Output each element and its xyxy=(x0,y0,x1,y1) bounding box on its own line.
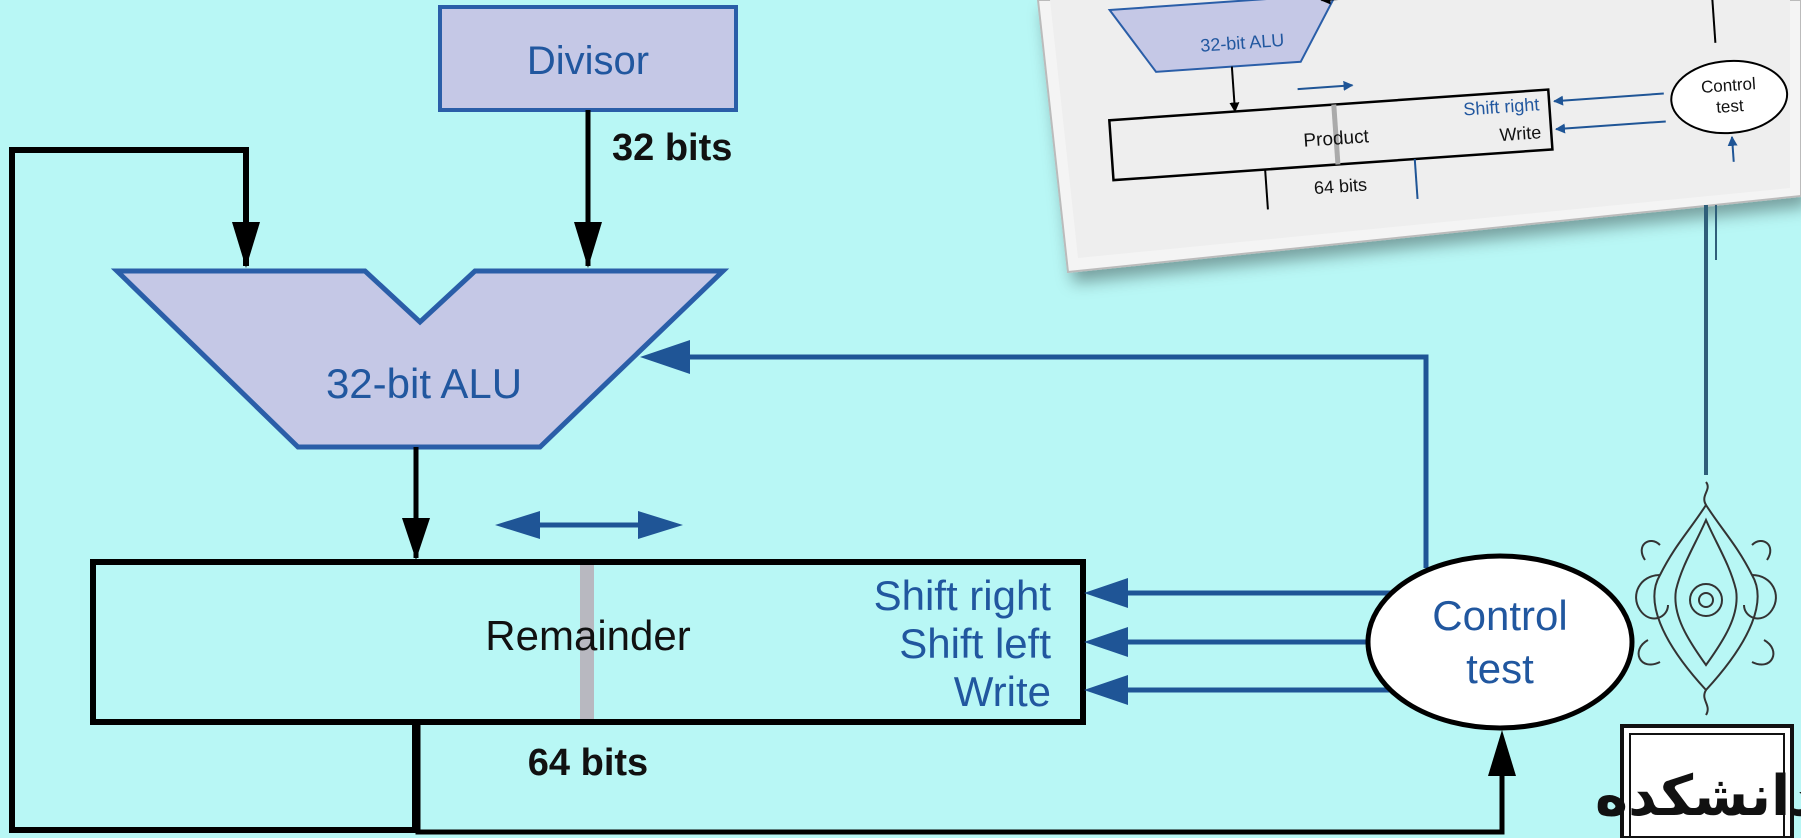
remainder-feedback-wire xyxy=(9,147,418,833)
remainder-to-control-wire xyxy=(415,722,1505,835)
divisor-width-label: 32 bits xyxy=(612,127,732,169)
logo-calligraphy-text: دانشکده xyxy=(1595,764,1801,829)
college-calligraphy-logo: دانشکده xyxy=(1595,724,1801,838)
inset-product-label: Product xyxy=(1303,126,1371,152)
inset-control-line1: Control xyxy=(1700,74,1756,97)
inset-control-test xyxy=(1670,59,1789,135)
alu-label: 32-bit ALU xyxy=(326,360,522,407)
inset-width-label: 64 bits xyxy=(1313,174,1367,198)
ornamental-floral-emblem-icon xyxy=(1635,481,1777,716)
remainder-label: Remainder xyxy=(485,612,690,659)
alu-shape xyxy=(110,268,730,450)
signal-shift-left-label: Shift left xyxy=(899,620,1051,667)
inset-alu-shape xyxy=(1107,0,1338,73)
control-test-unit xyxy=(1365,553,1635,731)
inset-signal-write: Write xyxy=(1499,122,1542,145)
control-line1: Control xyxy=(1432,592,1567,639)
remainder-register xyxy=(90,559,1086,725)
inset-multiplier-picture: 32-bit ALU Product Shift right Write 64 … xyxy=(1036,0,1801,475)
alu-control-wire xyxy=(680,354,1429,568)
signal-shift-right-label: Shift right xyxy=(874,572,1052,619)
inset-product-register xyxy=(1107,88,1554,182)
remainder-width-label: 64 bits xyxy=(528,742,648,784)
control-line2: test xyxy=(1466,645,1534,692)
inset-control-line2: test xyxy=(1716,96,1745,117)
divisor-label: Divisor xyxy=(527,39,649,83)
divisor-register xyxy=(438,5,738,112)
signal-write-label: Write xyxy=(954,668,1051,715)
